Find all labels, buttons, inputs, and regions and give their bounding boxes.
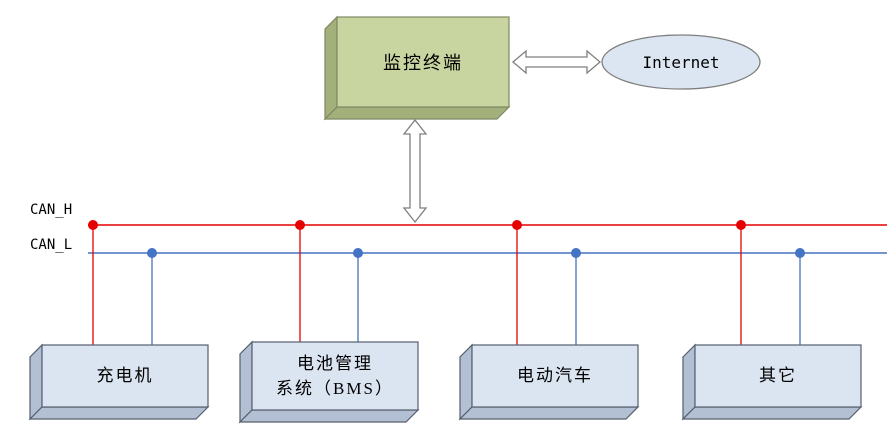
node-box-bms xyxy=(238,340,420,424)
can-h-label: CAN_H xyxy=(30,202,73,218)
can-h-tap-bms xyxy=(295,220,305,230)
charger-front-face xyxy=(41,344,209,408)
node-box-charger xyxy=(28,343,210,421)
internet-ellipse xyxy=(601,34,761,90)
node-box-ev xyxy=(458,343,640,421)
terminal-left-face xyxy=(324,15,338,121)
charger-left-face xyxy=(29,343,43,421)
can-l-tap-bms xyxy=(353,248,363,258)
other-front-face xyxy=(694,344,862,408)
node-label-line: 系统（BMS） xyxy=(276,379,394,398)
can-l-tap-dots xyxy=(147,248,805,258)
monitor-terminal-label: 监控终端 xyxy=(383,53,463,73)
internet-label: Internet xyxy=(642,52,720,72)
can-l-label: CAN_L xyxy=(30,237,73,253)
can-h-tap-charger xyxy=(88,220,98,230)
node-label-line: 电池管理 xyxy=(297,353,373,373)
can-h-tap-other xyxy=(736,220,746,230)
node-label-ev: 电动汽车 xyxy=(472,345,638,407)
terminal-bus-arrow xyxy=(402,118,428,224)
can-l-drop-lines xyxy=(151,253,801,346)
bms-left-face xyxy=(239,340,253,424)
other-left-face xyxy=(682,343,696,421)
bms-front-face xyxy=(251,341,419,411)
node-box-other xyxy=(681,343,863,421)
can-l-tap-ev xyxy=(571,248,581,258)
ev-bottom-face xyxy=(458,406,640,420)
can-l-tap-charger xyxy=(147,248,157,258)
terminal-internet-arrow xyxy=(511,49,602,75)
can-h-drop-lines xyxy=(92,225,742,346)
ev-front-face xyxy=(471,344,639,408)
can-h-tap-dots xyxy=(88,220,746,230)
terminal-front-face xyxy=(336,16,510,108)
charger-bottom-face xyxy=(28,406,210,420)
ev-left-face xyxy=(459,343,473,421)
node-label-line: 充电机 xyxy=(96,366,154,386)
node-label-bms: 电池管理 系统（BMS） xyxy=(252,342,418,410)
terminal-bottom-face xyxy=(323,106,511,120)
monitor-terminal-box xyxy=(323,15,511,121)
node-label-other: 其它 xyxy=(695,345,861,407)
node-label-line: 其它 xyxy=(759,366,797,386)
bms-bottom-face xyxy=(238,409,420,423)
node-label-charger: 充电机 xyxy=(42,345,208,407)
can-l-tap-other xyxy=(795,248,805,258)
node-label-line: 电动汽车 xyxy=(517,366,593,386)
other-bottom-face xyxy=(681,406,863,420)
can-h-tap-ev xyxy=(512,220,522,230)
